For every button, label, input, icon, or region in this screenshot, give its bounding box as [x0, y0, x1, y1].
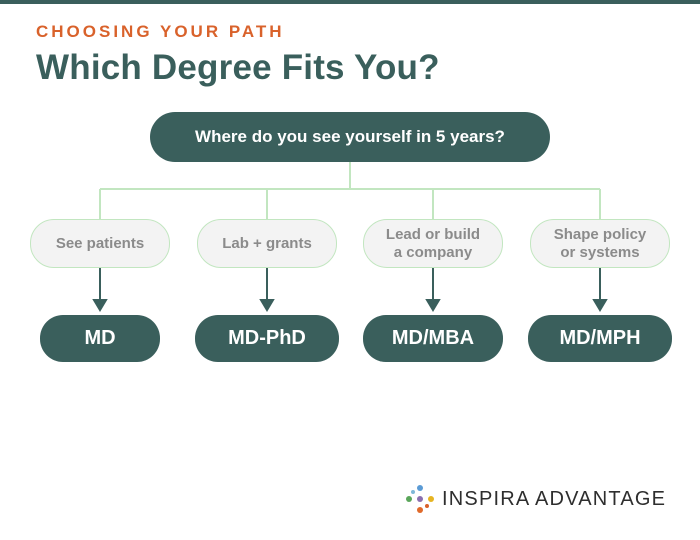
colored-dots-logo-icon: [406, 485, 434, 513]
arrow-head-4: [592, 299, 608, 312]
brand-name: INSPIRA ADVANTAGE: [442, 487, 667, 510]
question-node: Where do you see yourself in 5 years?: [150, 112, 550, 162]
page-title: Which Degree Fits You?: [36, 48, 440, 87]
degree-node-md-phd: MD-PhD: [195, 315, 339, 362]
eyebrow-label: CHOOSING YOUR PATH: [36, 22, 285, 41]
degree-node-md-mba: MD/MBA: [363, 315, 503, 362]
arrow-head-2: [259, 299, 275, 312]
degree-node-md-mph: MD/MPH: [528, 315, 672, 362]
brand-logo: INSPIRA ADVANTAGE: [404, 484, 666, 514]
top-accent-bar: [0, 0, 700, 4]
arrow-head-1: [92, 299, 108, 312]
option-node-lead-company: Lead or build a company: [363, 219, 503, 268]
arrow-head-3: [425, 299, 441, 312]
degree-node-md: MD: [40, 315, 160, 362]
option-node-shape-policy: Shape policy or systems: [530, 219, 670, 268]
option-node-see-patients: See patients: [30, 219, 170, 268]
option-node-lab-grants: Lab + grants: [197, 219, 337, 268]
